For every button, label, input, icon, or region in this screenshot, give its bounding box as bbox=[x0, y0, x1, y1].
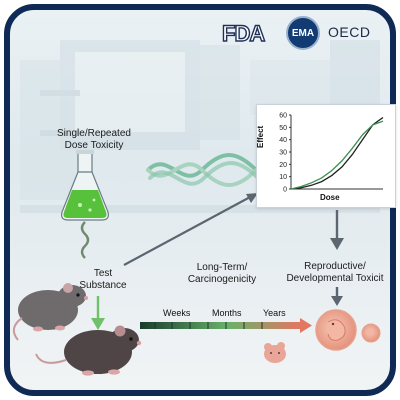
y-tick-label: 60 bbox=[279, 113, 287, 120]
y-tick-label: 10 bbox=[279, 174, 287, 181]
label-single-repeated-dose: Single/Repeated Dose Toxicity bbox=[57, 128, 131, 151]
arrow-to-chart bbox=[123, 193, 258, 266]
rat-icon bbox=[35, 325, 142, 376]
label-test-substance: Test Substance bbox=[79, 268, 127, 291]
y-tick-label: 40 bbox=[279, 137, 287, 144]
label-reproductive: Reproductive/ Developmental Toxicit bbox=[286, 261, 384, 284]
embryo-icon bbox=[361, 323, 381, 343]
lab-background bbox=[20, 40, 380, 213]
fda-logo: FDA bbox=[221, 20, 266, 46]
flask-wave bbox=[80, 221, 90, 259]
chart-plot: 0 10 20 30 40 50 60 bbox=[279, 113, 384, 194]
timeline-label-weeks: Weeks bbox=[163, 308, 191, 318]
y-tick-label: 30 bbox=[279, 150, 287, 157]
timeline-label-years: Years bbox=[263, 308, 286, 318]
ema-logo: EMA bbox=[286, 16, 320, 50]
chart-xlabel: Dose bbox=[320, 193, 340, 202]
dose-response-chart: 0 10 20 30 40 50 60 bbox=[256, 104, 396, 208]
fetus-icon bbox=[315, 309, 357, 351]
timeline-label-months: Months bbox=[212, 308, 242, 318]
oecd-logo: OECD bbox=[328, 24, 371, 40]
timeline-bar bbox=[140, 318, 312, 333]
chart-axes bbox=[290, 115, 383, 190]
series-line-1 bbox=[290, 120, 384, 190]
arrow-down-chart bbox=[330, 210, 344, 250]
y-tick-label: 0 bbox=[283, 187, 287, 194]
label-long-term: Long-Term/ Carcinogenicity bbox=[187, 262, 257, 285]
flask-icon bbox=[61, 150, 109, 221]
y-tick-label: 20 bbox=[279, 162, 287, 169]
rat-icon bbox=[12, 283, 88, 341]
arrow-down-repro bbox=[331, 287, 343, 306]
dna-helix bbox=[146, 153, 260, 187]
series-line-0 bbox=[290, 116, 384, 190]
chart-ylabel: Effect bbox=[256, 125, 265, 148]
y-tick-label: 50 bbox=[279, 125, 287, 132]
arrow-down-green bbox=[91, 296, 105, 330]
neonate-icon bbox=[264, 342, 286, 363]
